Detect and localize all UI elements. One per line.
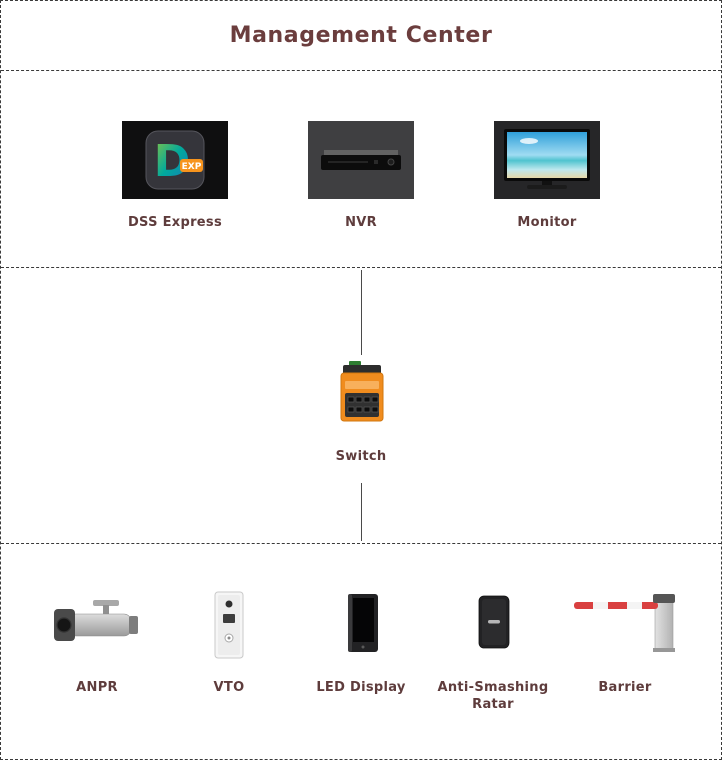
barrier-gate-icon [574,594,675,652]
anpr-image [41,586,153,664]
device-label-barrier: Barrier [598,680,652,695]
device-anti-smashing-ratar: Anti-Smashing Ratar [437,586,549,759]
barrier-arm [574,602,658,609]
device-led-display: LED Display [305,586,417,759]
device-label-switch: Switch [335,448,387,464]
led-display-image [305,586,417,664]
vto-panel-icon [214,591,244,659]
device-dss-express: D EXP DSS Express [122,121,228,267]
camera-lens [225,600,233,608]
camera-lens [56,617,72,633]
dss-exp-badge: EXP [182,162,202,172]
switch-image [308,355,414,433]
diagram-title: Management Center [229,23,493,48]
device-nvr: NVR [308,121,414,267]
led-display-icon [348,594,378,652]
device-vto: VTO [173,586,285,759]
dss-express-app-icon: D EXP [145,130,205,190]
nvr-image [308,121,414,199]
device-monitor: Monitor [494,121,600,267]
management-section: D EXP DSS Express NVR [1,71,721,268]
vto-image [173,586,285,664]
device-barrier: Barrier [569,586,681,759]
anpr-camera-icon [54,600,138,641]
radar-device-icon [478,595,510,649]
network-section: Switch [1,268,721,544]
device-switch: Switch [308,355,414,466]
monitor-device-icon [504,129,590,189]
device-label-anti-smashing-ratar: Anti-Smashing Ratar [437,680,549,712]
connector-line-bottom [360,483,362,542]
device-label-monitor: Monitor [517,215,577,230]
barrier-image [569,586,681,664]
anti-smashing-ratar-image [437,586,549,664]
connector-line-top [360,269,362,355]
device-label-nvr: NVR [345,215,377,230]
switch-device-icon [340,360,383,422]
device-label-led-display: LED Display [316,680,406,695]
header-section: Management Center [1,1,721,71]
nvr-device-icon [321,150,401,170]
monitor-image [494,121,600,199]
edge-devices-section: ANPR VTO [1,544,721,759]
device-anpr: ANPR [41,586,153,759]
device-label-vto: VTO [213,680,245,695]
device-label-anpr: ANPR [76,680,118,695]
dss-express-image: D EXP [122,121,228,199]
device-label-dss-express: DSS Express [127,215,223,230]
